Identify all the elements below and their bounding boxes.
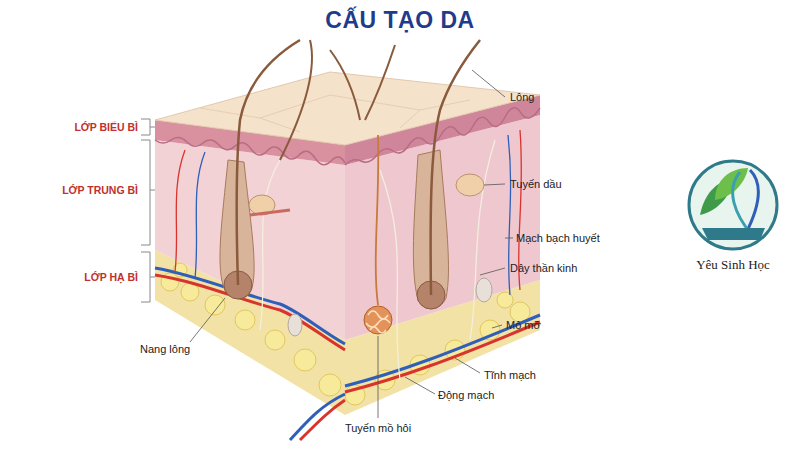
- part-label: Mạch bạch huyết: [516, 231, 600, 245]
- skin-surface: [155, 72, 540, 145]
- leader-lines: [190, 70, 513, 418]
- watermark: Yêu Sinh Học: [696, 258, 770, 272]
- part-label: Mô mỡ: [506, 318, 541, 332]
- muscle: [250, 210, 290, 215]
- sweat-duct: [376, 135, 379, 305]
- layer-label: LỚP BIỂU BÌ: [74, 120, 138, 134]
- hair: [365, 45, 395, 120]
- hair: [280, 40, 312, 160]
- hair: [431, 40, 480, 295]
- part-label: Lông: [510, 90, 534, 104]
- blood-vessels: [155, 130, 540, 440]
- layer-label: LỚP HẠ BÌ: [84, 270, 138, 284]
- receptor: [288, 314, 302, 336]
- part-label: Tuyến dầu: [510, 177, 562, 191]
- logo: [689, 161, 777, 249]
- junction: [345, 108, 540, 165]
- layer-brackets: [141, 119, 155, 302]
- hair: [237, 40, 300, 285]
- hair: [330, 50, 360, 120]
- part-label: Động mạch: [438, 388, 494, 402]
- dermis-layer: [155, 140, 345, 340]
- part-label: Nang lông: [140, 342, 190, 356]
- receptor: [476, 278, 492, 302]
- part-label: Tuyến mồ hôi: [345, 421, 411, 435]
- part-label: Tĩnh mạch: [484, 368, 536, 382]
- layer-label: LỚP TRUNG BÌ: [62, 183, 138, 197]
- sweat-gland: [364, 306, 392, 334]
- diagram-title: CẤU TẠO DA: [325, 6, 474, 34]
- junction: [155, 137, 345, 164]
- oil-gland: [456, 174, 484, 196]
- part-label: Dây thần kinh: [510, 261, 577, 275]
